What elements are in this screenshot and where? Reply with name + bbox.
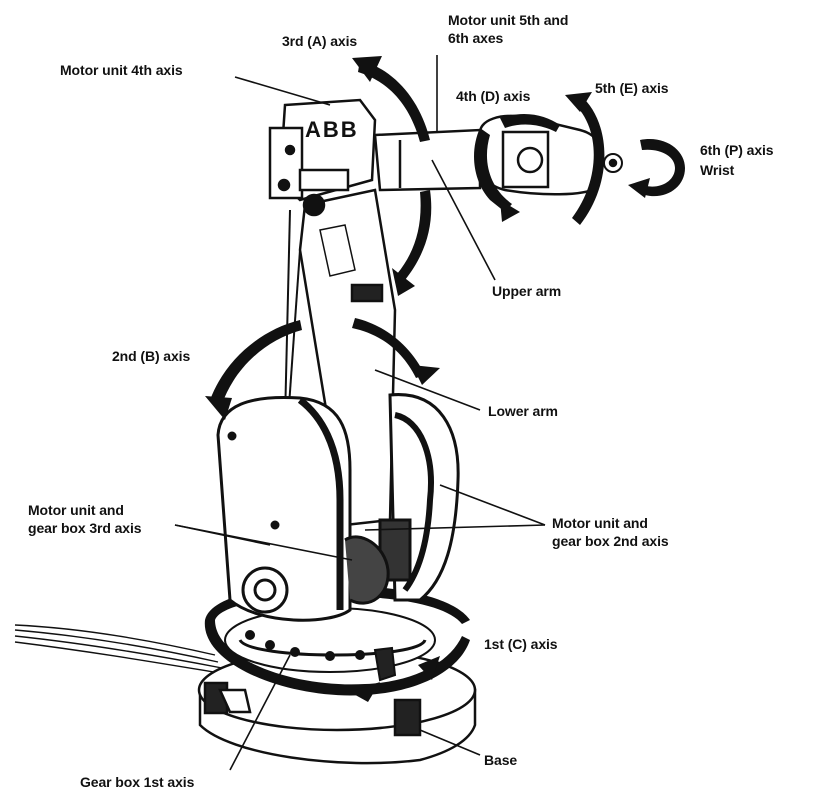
- cables: [14, 624, 227, 675]
- lower-arm-label: Lower arm: [488, 403, 558, 419]
- axis6-label-line2: Wrist: [700, 162, 735, 178]
- axis5-arrow: [565, 92, 605, 225]
- motor56-label-line1: Motor unit 5th and: [448, 12, 569, 28]
- abb-logo: ABB: [305, 117, 359, 142]
- leader-lines: [174, 55, 546, 771]
- motor2-label-line2: gear box 2nd axis: [552, 533, 669, 549]
- turntable: [224, 607, 436, 682]
- motor4-label: Motor unit 4th axis: [60, 62, 183, 78]
- upper-arm-label: Upper arm: [492, 283, 562, 299]
- motor56-label-line2: 6th axes: [448, 30, 504, 46]
- axis4-arrow: [474, 114, 560, 222]
- axis2-label: 2nd (B) axis: [112, 348, 191, 364]
- motor3-label-line1: Motor unit and: [28, 502, 124, 518]
- axis3-arrow: [352, 56, 432, 296]
- gearbox1-label: Gear box 1st axis: [80, 774, 195, 790]
- axis5-label: 5th (E) axis: [595, 80, 669, 96]
- upper-arm: [268, 98, 482, 217]
- base-label: Base: [484, 752, 518, 768]
- axis1-label: 1st (C) axis: [484, 636, 558, 652]
- motor2-label-line1: Motor unit and: [552, 515, 648, 531]
- lower-arm: [284, 188, 397, 527]
- axis4-label: 4th (D) axis: [456, 88, 531, 104]
- axis2-arrow: [205, 318, 440, 420]
- wrist-assembly: [478, 114, 623, 196]
- axis6-label-line1: 6th (P) axis: [700, 142, 774, 158]
- motor3-label-line2: gear box 3rd axis: [28, 520, 142, 536]
- axis3-label: 3rd (A) axis: [282, 33, 358, 49]
- shoulder-housing: [216, 393, 460, 622]
- axis6-arrow: [628, 139, 685, 198]
